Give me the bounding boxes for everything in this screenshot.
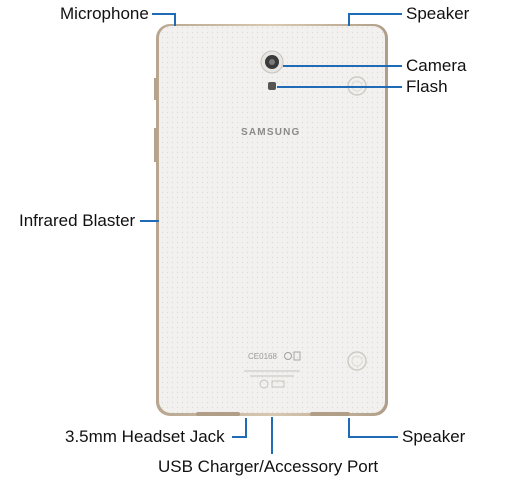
callout-lines	[140, 13, 402, 454]
label-speaker-top: Speaker	[406, 4, 470, 23]
label-camera: Camera	[406, 56, 467, 75]
regulatory-mark: CE0168	[248, 352, 277, 361]
flash-icon	[268, 82, 276, 90]
label-infrared-blaster: Infrared Blaster	[19, 211, 136, 230]
callout-line-speaker-top	[348, 13, 402, 26]
callout-line-speaker-bottom	[348, 418, 398, 438]
side-button-upper	[154, 78, 157, 100]
recycle-bin-icon	[293, 351, 301, 361]
label-microphone: Microphone	[60, 4, 149, 23]
side-button-lower	[154, 128, 157, 162]
camera-lens-glare	[269, 59, 275, 65]
speaker-grille-right	[310, 412, 350, 416]
label-usb-port: USB Charger/Accessory Port	[158, 457, 379, 476]
tablet-back-texture	[159, 26, 385, 413]
regulatory-icon	[284, 352, 292, 360]
callout-line-headset-jack	[232, 418, 247, 438]
speaker-grille-left	[196, 412, 240, 416]
nfc-ring-bottom-icon	[347, 351, 367, 371]
callout-line-microphone	[152, 13, 176, 26]
label-speaker-bottom: Speaker	[402, 427, 466, 446]
label-flash: Flash	[406, 77, 448, 96]
label-headset-jack: 3.5mm Headset Jack	[65, 427, 225, 446]
brand-logo-text: SAMSUNG	[241, 127, 301, 138]
